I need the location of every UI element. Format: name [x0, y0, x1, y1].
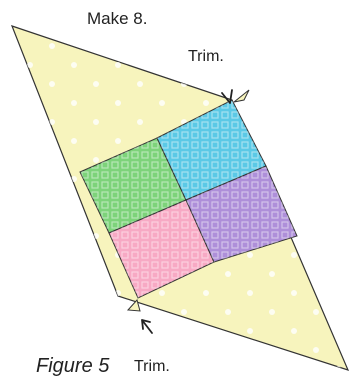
trim-arrow-bottom-icon: [141, 319, 153, 334]
trim-label-bottom: Trim.: [134, 358, 170, 375]
trim-label-top: Trim.: [188, 48, 224, 65]
figure-caption: Figure 5: [36, 355, 110, 377]
trim-dogear-bottom: [126, 298, 141, 312]
trim-arrow-top-icon: [221, 89, 233, 104]
four-patch-block: [79, 99, 298, 299]
trim-dogear-top: [233, 89, 250, 103]
make-count-label: Make 8.: [87, 9, 147, 28]
